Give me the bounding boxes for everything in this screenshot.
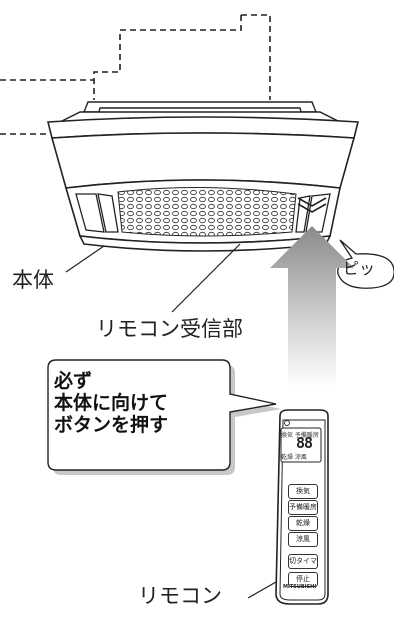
lcd-label-bottom: 乾燥 涼風 — [281, 454, 307, 461]
remote-button-cool-breeze[interactable]: 涼風 — [288, 532, 318, 547]
grille-holes — [117, 186, 297, 237]
remote-led-icon — [284, 420, 290, 426]
callout-line-1: 必ず — [54, 370, 93, 392]
remote-button-stop[interactable]: 停止 — [288, 572, 318, 587]
callout-text: 必ず 本体に向けて ボタンを押す — [54, 370, 168, 436]
callout-line-2: 本体に向けて — [54, 392, 169, 414]
remote-button-preheat[interactable]: 予備暖房 — [288, 500, 318, 515]
callout-box — [47, 359, 281, 475]
direction-arrow — [270, 226, 354, 388]
callout-line-3: ボタンを押す — [54, 414, 169, 436]
receiver-label: リモコン受信部 — [96, 317, 243, 341]
beep-label: ピッ — [343, 259, 376, 278]
receiver-indicator — [297, 197, 327, 213]
main-unit-label: 本体 — [12, 268, 54, 292]
remote-label: リモコン — [138, 584, 222, 608]
leader-lines — [65, 243, 277, 599]
remote-lcd — [280, 427, 322, 463]
lcd-digits: 88 — [296, 434, 313, 452]
remote-button-ventilate[interactable]: 換気 — [288, 484, 318, 499]
remote-button-off-timer[interactable]: 切タイマー — [288, 554, 318, 578]
lcd-label-top: 換気 予備暖房 — [281, 432, 319, 439]
remote-button-dry[interactable]: 乾燥 — [288, 516, 318, 531]
remote-brand: MITSUBISHI — [283, 584, 317, 590]
side-slots — [75, 193, 331, 233]
duct-dashed-outline — [0, 14, 271, 135]
